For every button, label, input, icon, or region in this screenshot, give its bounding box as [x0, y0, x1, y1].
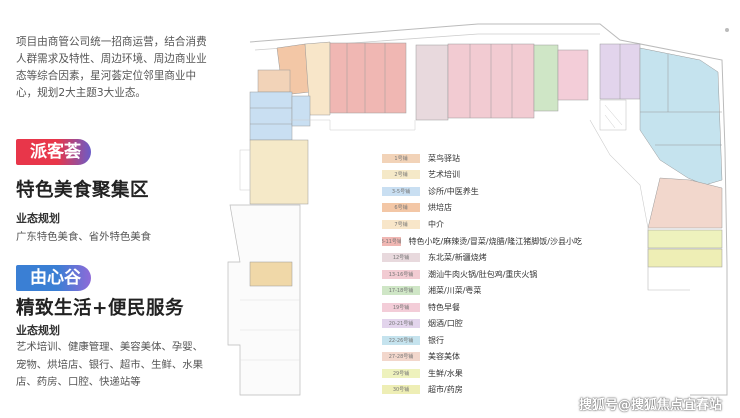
- legend-row: 13-16号铺潮汕牛肉火锅/肚包鸡/重庆火锅: [382, 266, 582, 283]
- legend-swatch: 2号铺: [382, 170, 420, 180]
- legend-row: 17-18号铺湘菜/川菜/粤菜: [382, 282, 582, 299]
- zone-desc-life: 艺术培训、健康管理、美容美体、孕婴、宠物、烘培店、银行、超市、生鲜、水果店、药房…: [16, 341, 204, 388]
- legend-swatch: 3-5号铺: [382, 186, 420, 196]
- zone-ribbon-paikehui: 派客荟: [16, 139, 91, 165]
- legend-label: 诊所/中医养生: [428, 186, 479, 196]
- legend-row: 1号铺菜鸟驿站: [382, 150, 582, 167]
- unit-shops-17-18: [533, 44, 559, 112]
- legend-label: 湘菜/川菜/粤菜: [428, 286, 482, 296]
- legend-label: 银行: [428, 335, 444, 345]
- legend-row: 12号铺东北菜/新疆烧烤: [382, 249, 582, 266]
- legend-label: 烟酒/口腔: [428, 319, 463, 329]
- unit-shops-3-5: [249, 91, 293, 141]
- legend-row: 2号铺艺术培训: [382, 167, 582, 184]
- unit-shops-27-28: [647, 177, 723, 229]
- legend-row: 20-21号铺烟酒/口腔: [382, 315, 582, 332]
- legend-swatch: 30号铺: [382, 385, 420, 395]
- zone-title-life: 精致生活+便民服务: [16, 298, 185, 319]
- unit-shops-22-26: [639, 47, 723, 186]
- legend-label: 东北菜/新疆烧烤: [428, 253, 487, 263]
- unit-shop-1: [257, 69, 291, 93]
- legend-label: 超市/药房: [428, 385, 463, 395]
- legend-swatch: 6号铺: [382, 203, 420, 213]
- legend-label: 生鲜/水果: [428, 368, 463, 378]
- zone-subtitle-food: 业态规划: [16, 212, 60, 225]
- legend-label: 中介: [428, 219, 444, 229]
- legend-row: 6号铺烘培店: [382, 200, 582, 217]
- unit-shop-7: [304, 41, 331, 116]
- legend-swatch: 13-16号铺: [382, 269, 420, 279]
- legend-swatch: 1号铺: [382, 153, 420, 163]
- legend-swatch: 7号铺: [382, 219, 420, 229]
- unit-shops-8-11: [329, 42, 407, 114]
- legend-row: 27-28号铺美容美体: [382, 349, 582, 366]
- legend-label: 特色小吃/麻辣烫/冒菜/烧腊/隆江猪脚饭/沙县小吃: [408, 236, 582, 246]
- legend-swatch: 22-26号铺: [382, 335, 420, 345]
- legend-row: 3-5号铺诊所/中医养生: [382, 183, 582, 200]
- legend-swatch: 12号铺: [382, 253, 420, 263]
- legend-swatch: 20-21号铺: [382, 319, 420, 329]
- legend-row: 19号铺特色早餐: [382, 299, 582, 316]
- legend-swatch: 27-28号铺: [382, 352, 420, 362]
- zone-ribbon-youxingu: 由心谷: [16, 265, 91, 291]
- unit-shop-2: [249, 139, 309, 205]
- legend-label: 潮汕牛肉火锅/肚包鸡/重庆火锅: [428, 269, 538, 279]
- legend-label: 菜鸟驿站: [428, 153, 460, 163]
- unit-shop-30: [647, 248, 723, 268]
- unit-shop-29: [647, 229, 723, 249]
- intro-text: 项目由商管公司统一招商运营，结合消费人群需求及特性、周边环境、周边商业业态等综合…: [16, 36, 207, 99]
- legend-row: 7号铺中介: [382, 216, 582, 233]
- legend-label: 艺术培训: [428, 170, 460, 180]
- legend-swatch: 29号铺: [382, 368, 420, 378]
- legend-swatch: 19号铺: [382, 302, 420, 312]
- legend-label: 美容美体: [428, 352, 460, 362]
- zone-title-food: 特色美食聚集区: [16, 180, 150, 201]
- legend-row: 30号铺超市/药房: [382, 382, 582, 399]
- watermark: 搜狐号@搜狐焦点宜春站: [578, 398, 722, 413]
- unit-shop-12: [415, 44, 449, 121]
- legend-row: 8-11号铺特色小吃/麻辣烫/冒菜/烧腊/隆江猪脚饭/沙县小吃: [382, 233, 582, 250]
- unit-shop-19: [557, 49, 589, 101]
- zone-desc-food: 广东特色美食、省外特色美食: [16, 231, 152, 243]
- legend-swatch: 17-18号铺: [382, 286, 420, 296]
- legend-label: 特色早餐: [428, 302, 460, 312]
- outer-wall: [249, 23, 728, 396]
- legend-label: 烘培店: [428, 203, 452, 213]
- legend-row: 29号铺生鲜/水果: [382, 365, 582, 382]
- legend-swatch: 8-11号铺: [382, 236, 401, 246]
- zone-subtitle-life: 业态规划: [16, 324, 60, 337]
- legend-row: 22-26号铺银行: [382, 332, 582, 349]
